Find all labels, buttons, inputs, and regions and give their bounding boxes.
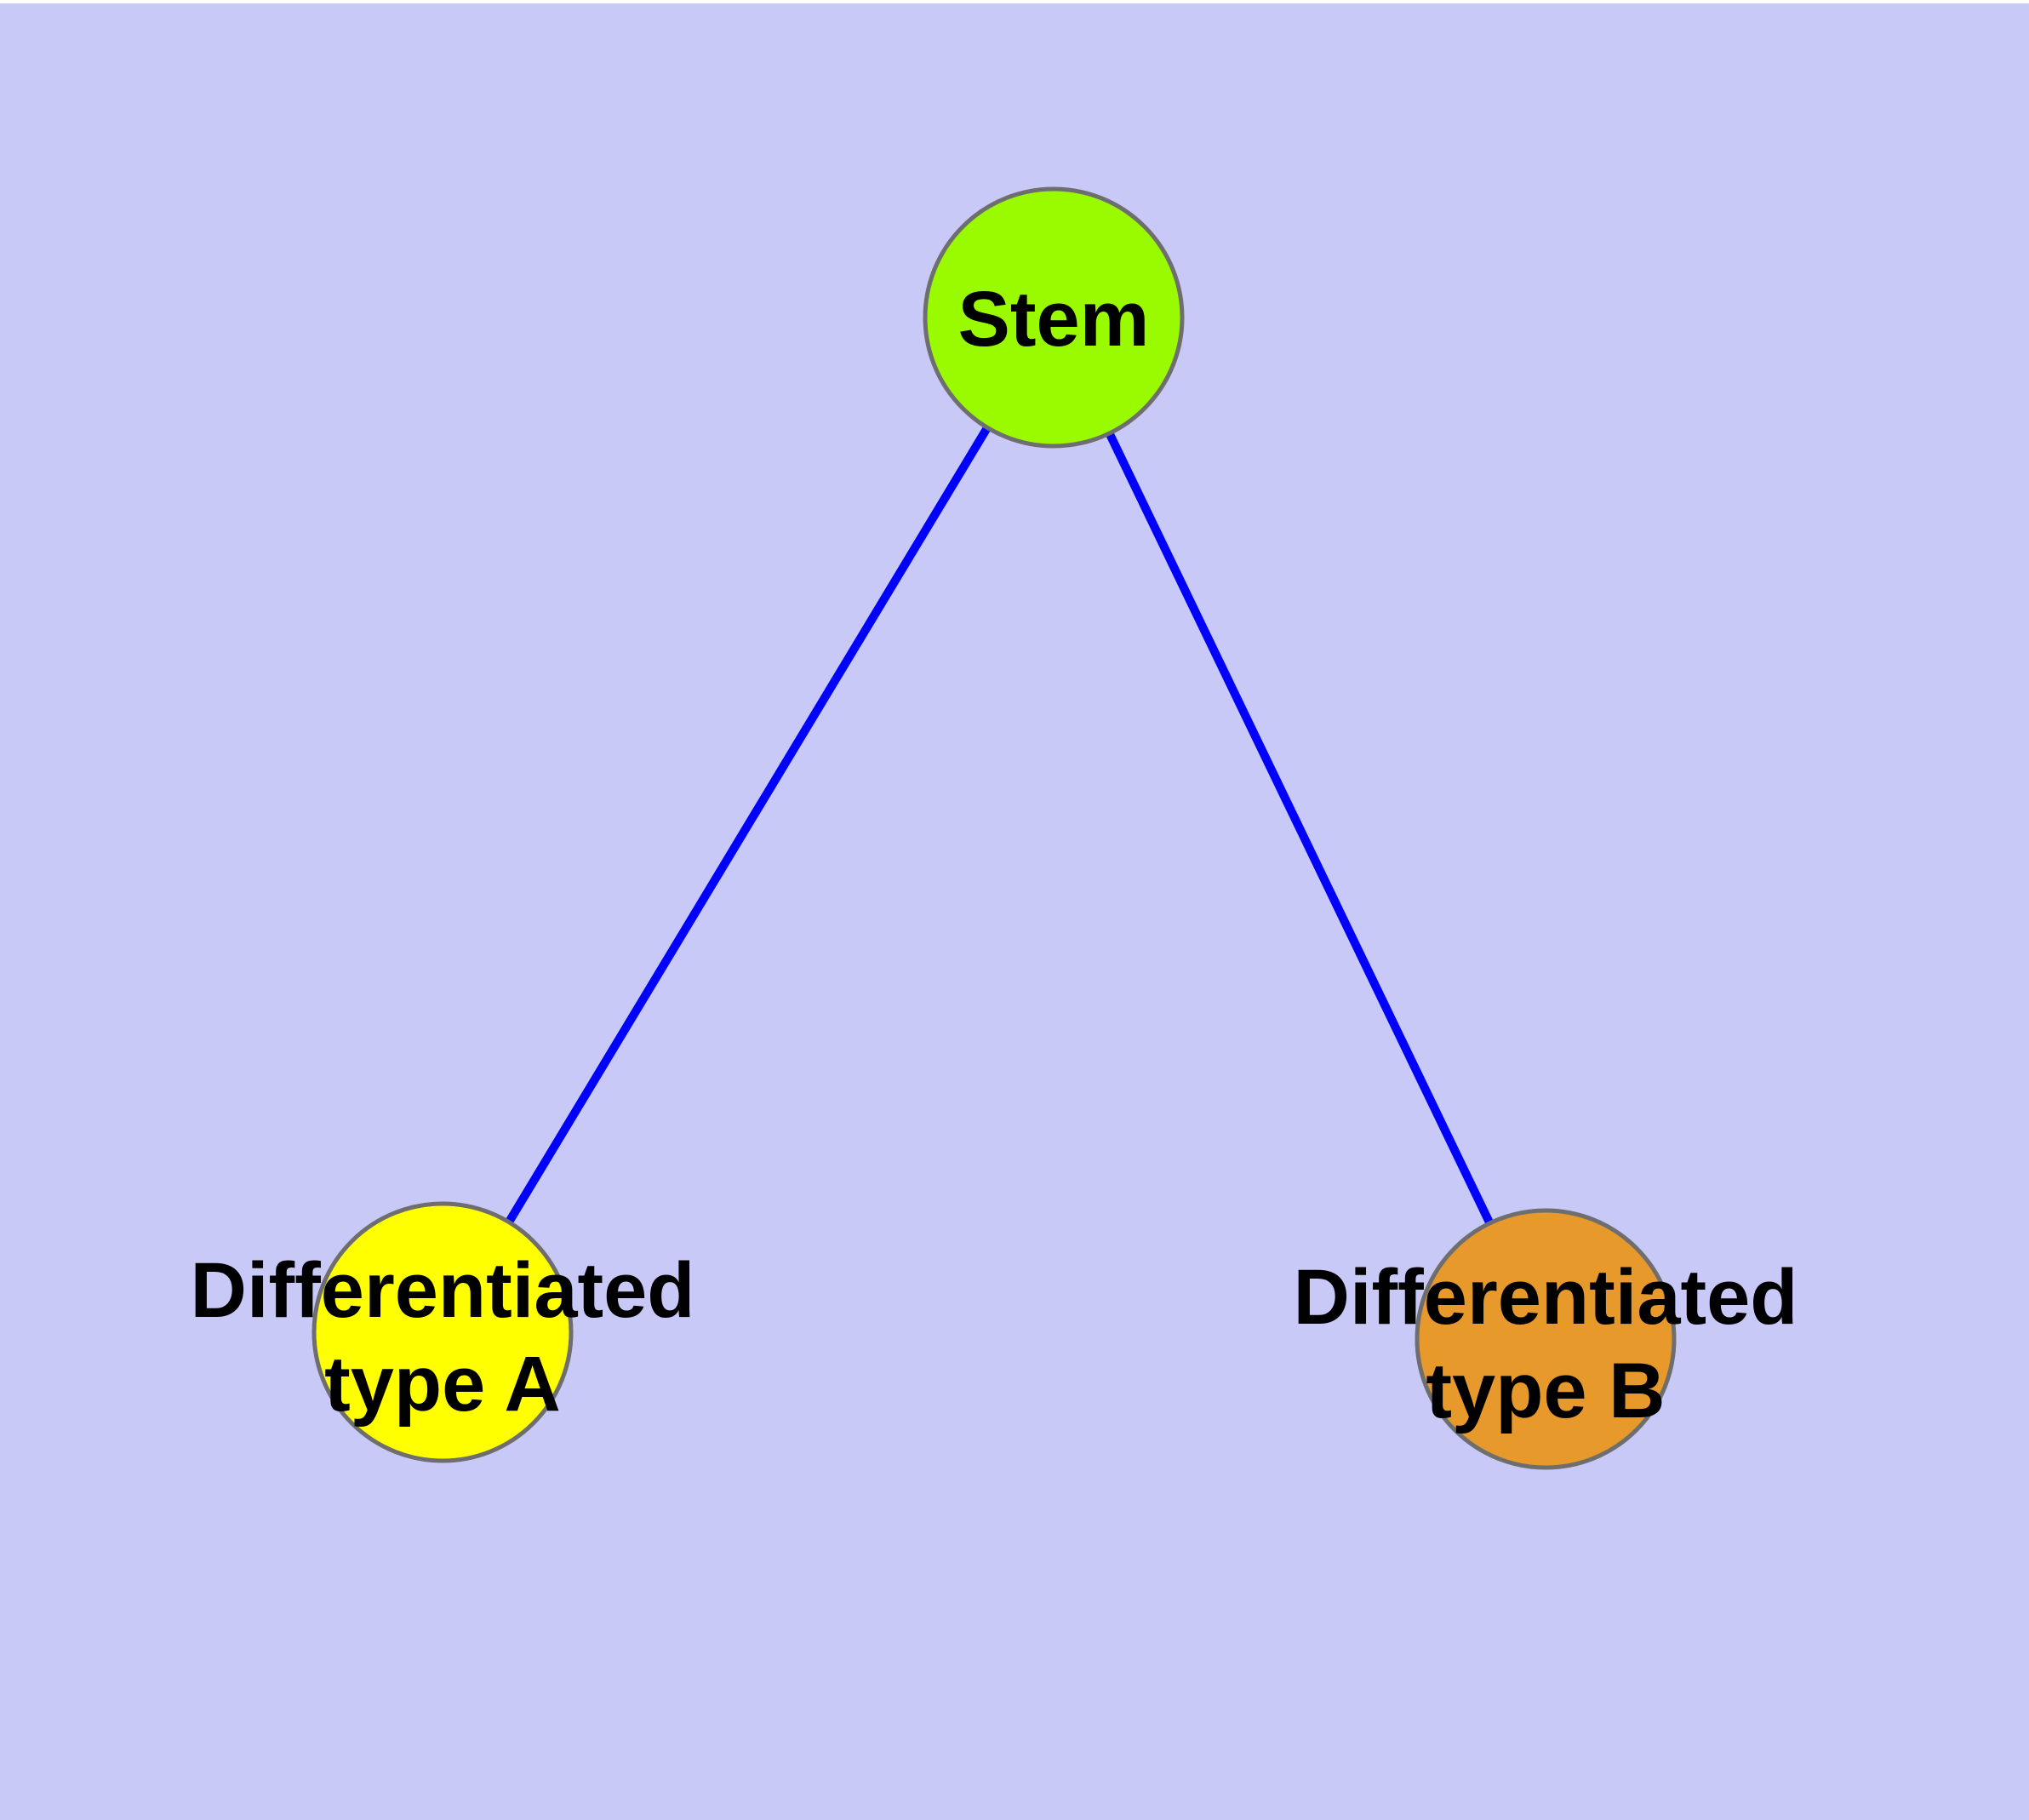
node-label-differentiated-type-a-line1: Differentiated bbox=[191, 1247, 695, 1334]
node-label-differentiated-type-b-line2: type B bbox=[1426, 1348, 1665, 1434]
node-differentiated-type-a bbox=[311, 1201, 574, 1463]
node-label-differentiated-type-a-line2: type A bbox=[324, 1341, 561, 1428]
node-label-differentiated-type-b-line1: Differentiated bbox=[1294, 1254, 1798, 1341]
node-differentiated-type-b bbox=[1415, 1208, 1677, 1470]
node-stem bbox=[923, 186, 1185, 449]
edge-stem-to-differentiated-type-a bbox=[438, 315, 1058, 1335]
node-label-stem: Stem bbox=[958, 276, 1150, 363]
edge-stem-to-differentiated-type-b bbox=[1049, 315, 1550, 1342]
